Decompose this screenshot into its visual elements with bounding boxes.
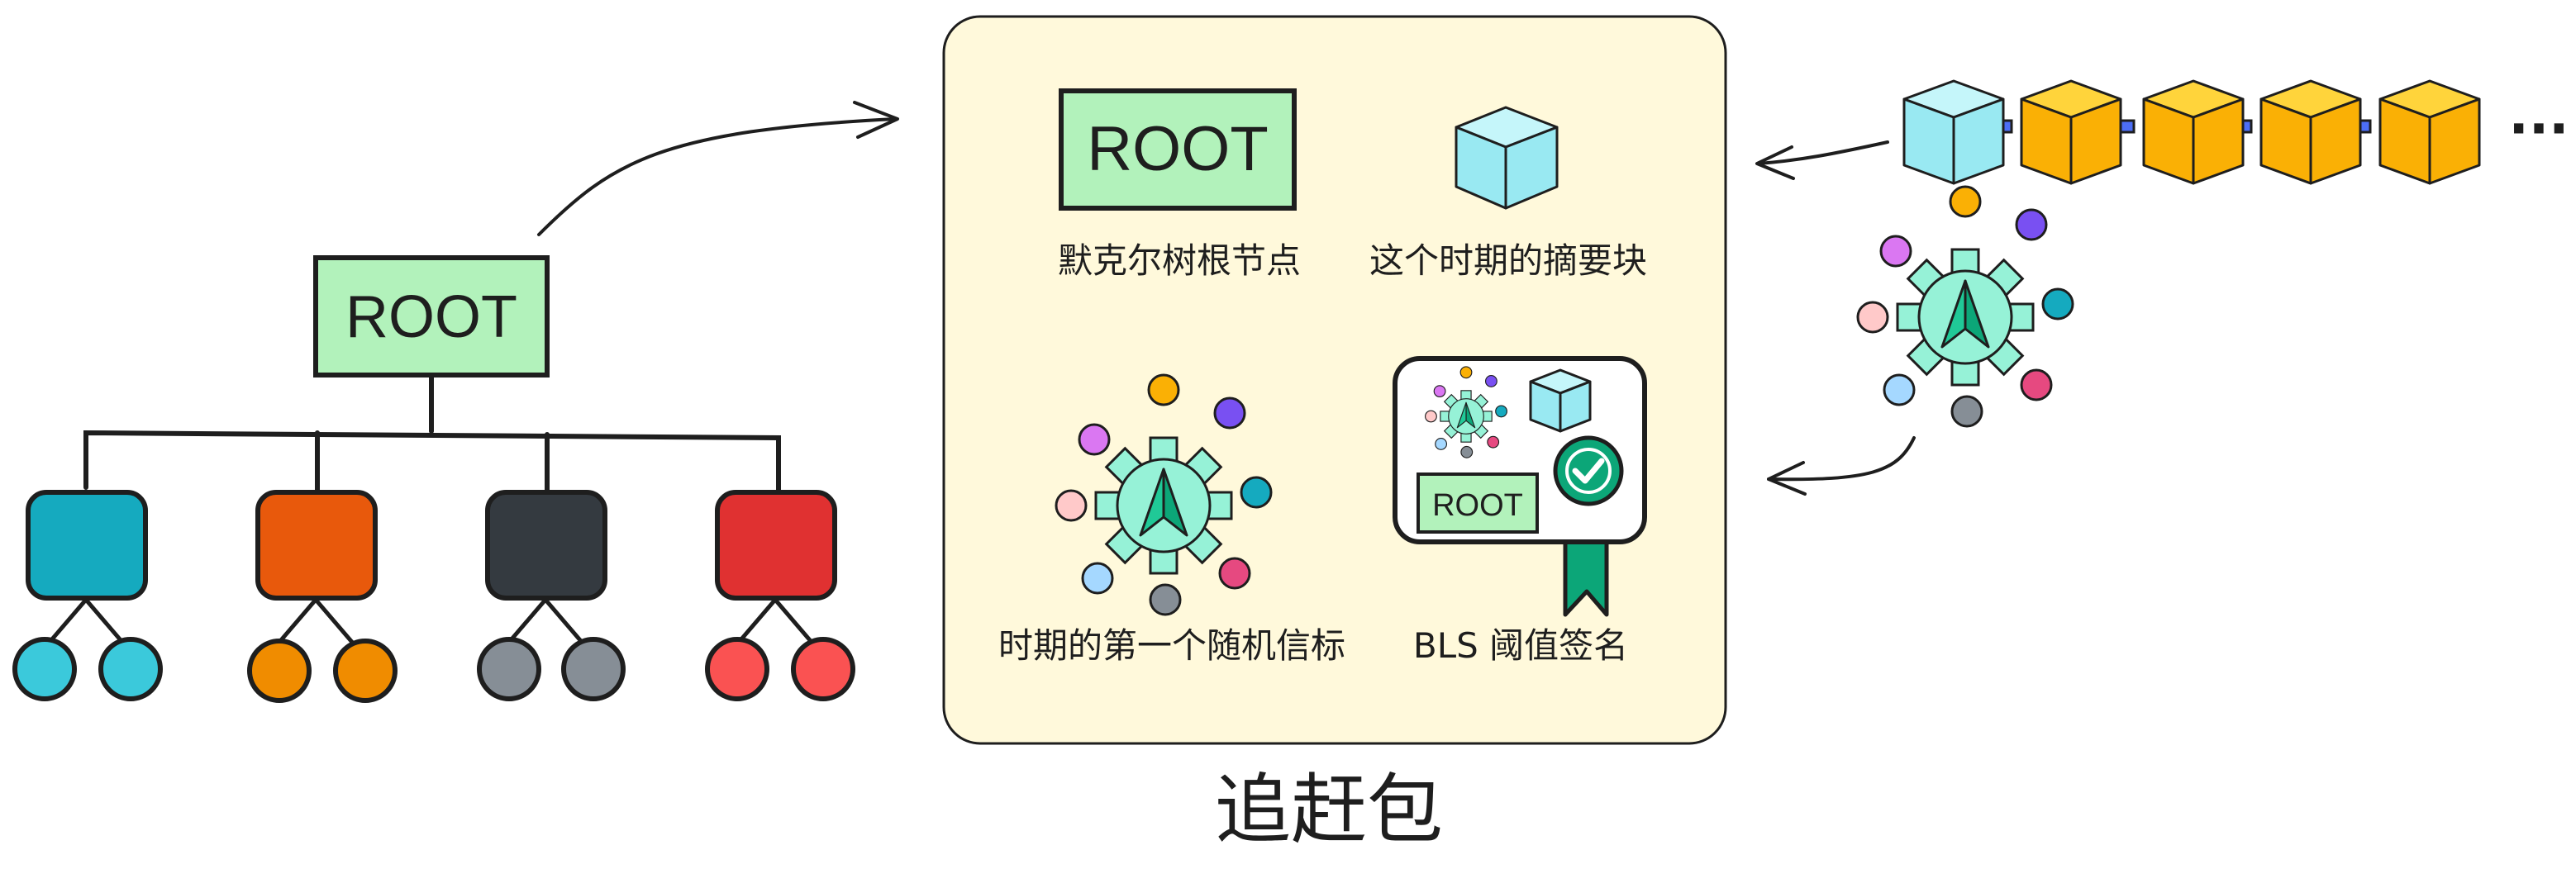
tree-node-cyan bbox=[26, 490, 148, 601]
tree-node-red bbox=[715, 490, 837, 601]
chain-block bbox=[2378, 79, 2481, 185]
tree-leaf bbox=[791, 637, 855, 701]
package-item-merkle-root: ROOT 默克尔树根节点 bbox=[1058, 88, 1301, 281]
package-item-summary-block: 这个时期的摘要块 bbox=[1369, 106, 1647, 281]
chain-block bbox=[2259, 79, 2362, 185]
merkle-tree: ROOT bbox=[12, 255, 855, 703]
tree-connectors bbox=[83, 374, 781, 495]
package-item-label: BLS 阈值签名 bbox=[1413, 625, 1628, 666]
tree-leaf bbox=[12, 637, 77, 701]
check-badge-icon bbox=[1553, 435, 1624, 506]
blockchain: ··· bbox=[1902, 79, 2569, 185]
package-root-label: ROOT bbox=[1087, 114, 1269, 184]
chain-block bbox=[2020, 79, 2122, 185]
tree-leaves bbox=[12, 637, 855, 703]
tree-node-orange bbox=[255, 490, 378, 601]
chain-block bbox=[1902, 79, 2005, 185]
arrow-tree-to-package bbox=[537, 101, 899, 236]
tree-root-label: ROOT bbox=[345, 284, 517, 350]
catchup-package: ROOT 默克尔树根节点 这个时期的摘要块 时期的第一个随机信标 bbox=[942, 15, 1727, 854]
arrow-chain-to-package bbox=[1755, 140, 1889, 180]
package-item-label: 时期的第一个随机信标 bbox=[998, 625, 1345, 666]
chain-ellipsis: ··· bbox=[2509, 99, 2569, 160]
tree-leaf bbox=[561, 637, 626, 701]
tree-leaf bbox=[477, 637, 541, 701]
compass-gear-icon bbox=[1856, 185, 2074, 428]
tree-leaf bbox=[333, 639, 398, 703]
package-item-bls-signature: ROOT BLS 阈值签名 bbox=[1393, 356, 1647, 666]
package-item-random-beacon: 时期的第一个随机信标 bbox=[998, 373, 1345, 666]
chain-block bbox=[2142, 79, 2245, 185]
package-item-label: 默克尔树根节点 bbox=[1058, 240, 1301, 281]
tree-node-dark bbox=[485, 490, 607, 601]
tree-leaf bbox=[705, 637, 769, 701]
arrow-beacon-to-package bbox=[1767, 436, 1916, 496]
tree-leaf bbox=[98, 637, 163, 701]
package-title: 追赶包 bbox=[1215, 766, 1443, 854]
tree-root-node: ROOT bbox=[313, 255, 550, 378]
package-item-label: 这个时期的摘要块 bbox=[1369, 240, 1647, 281]
bls-root-label: ROOT bbox=[1432, 488, 1523, 523]
cube-icon bbox=[1455, 106, 1559, 210]
cube-icon bbox=[1529, 368, 1592, 433]
tree-leaf bbox=[247, 639, 312, 703]
